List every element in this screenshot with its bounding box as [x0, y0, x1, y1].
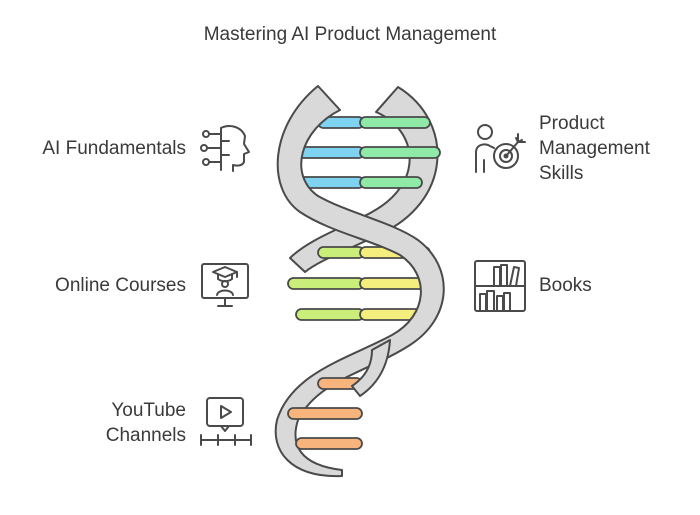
- online-course-icon: [198, 258, 252, 310]
- rung-orange-2: [287, 407, 363, 420]
- label-online-courses: Online Courses: [55, 275, 186, 296]
- diagram-title: Mastering AI Product Management: [203, 24, 497, 45]
- ai-head-icon: [199, 122, 253, 174]
- rung-group-middle: [287, 246, 441, 321]
- video-timeline-icon: [199, 396, 253, 448]
- bookshelf-icon: [473, 259, 527, 313]
- label-youtube-channels: YouTube Channels: [105, 400, 186, 446]
- rung-orange-3: [295, 437, 363, 450]
- person-target-icon: [472, 120, 526, 176]
- rung-group-lower: [287, 377, 363, 450]
- label-product-management-skills: Product Management Skills: [539, 113, 650, 184]
- label-books: Books: [539, 275, 592, 296]
- helix-strand: [351, 339, 391, 397]
- helix-strand: [274, 85, 445, 478]
- rung-lime-1: [317, 246, 365, 259]
- rung-green-3: [359, 176, 423, 189]
- rung-green-1: [359, 116, 431, 129]
- label-ai-fundamentals: AI Fundamentals: [42, 138, 186, 159]
- rung-green-2: [359, 146, 441, 159]
